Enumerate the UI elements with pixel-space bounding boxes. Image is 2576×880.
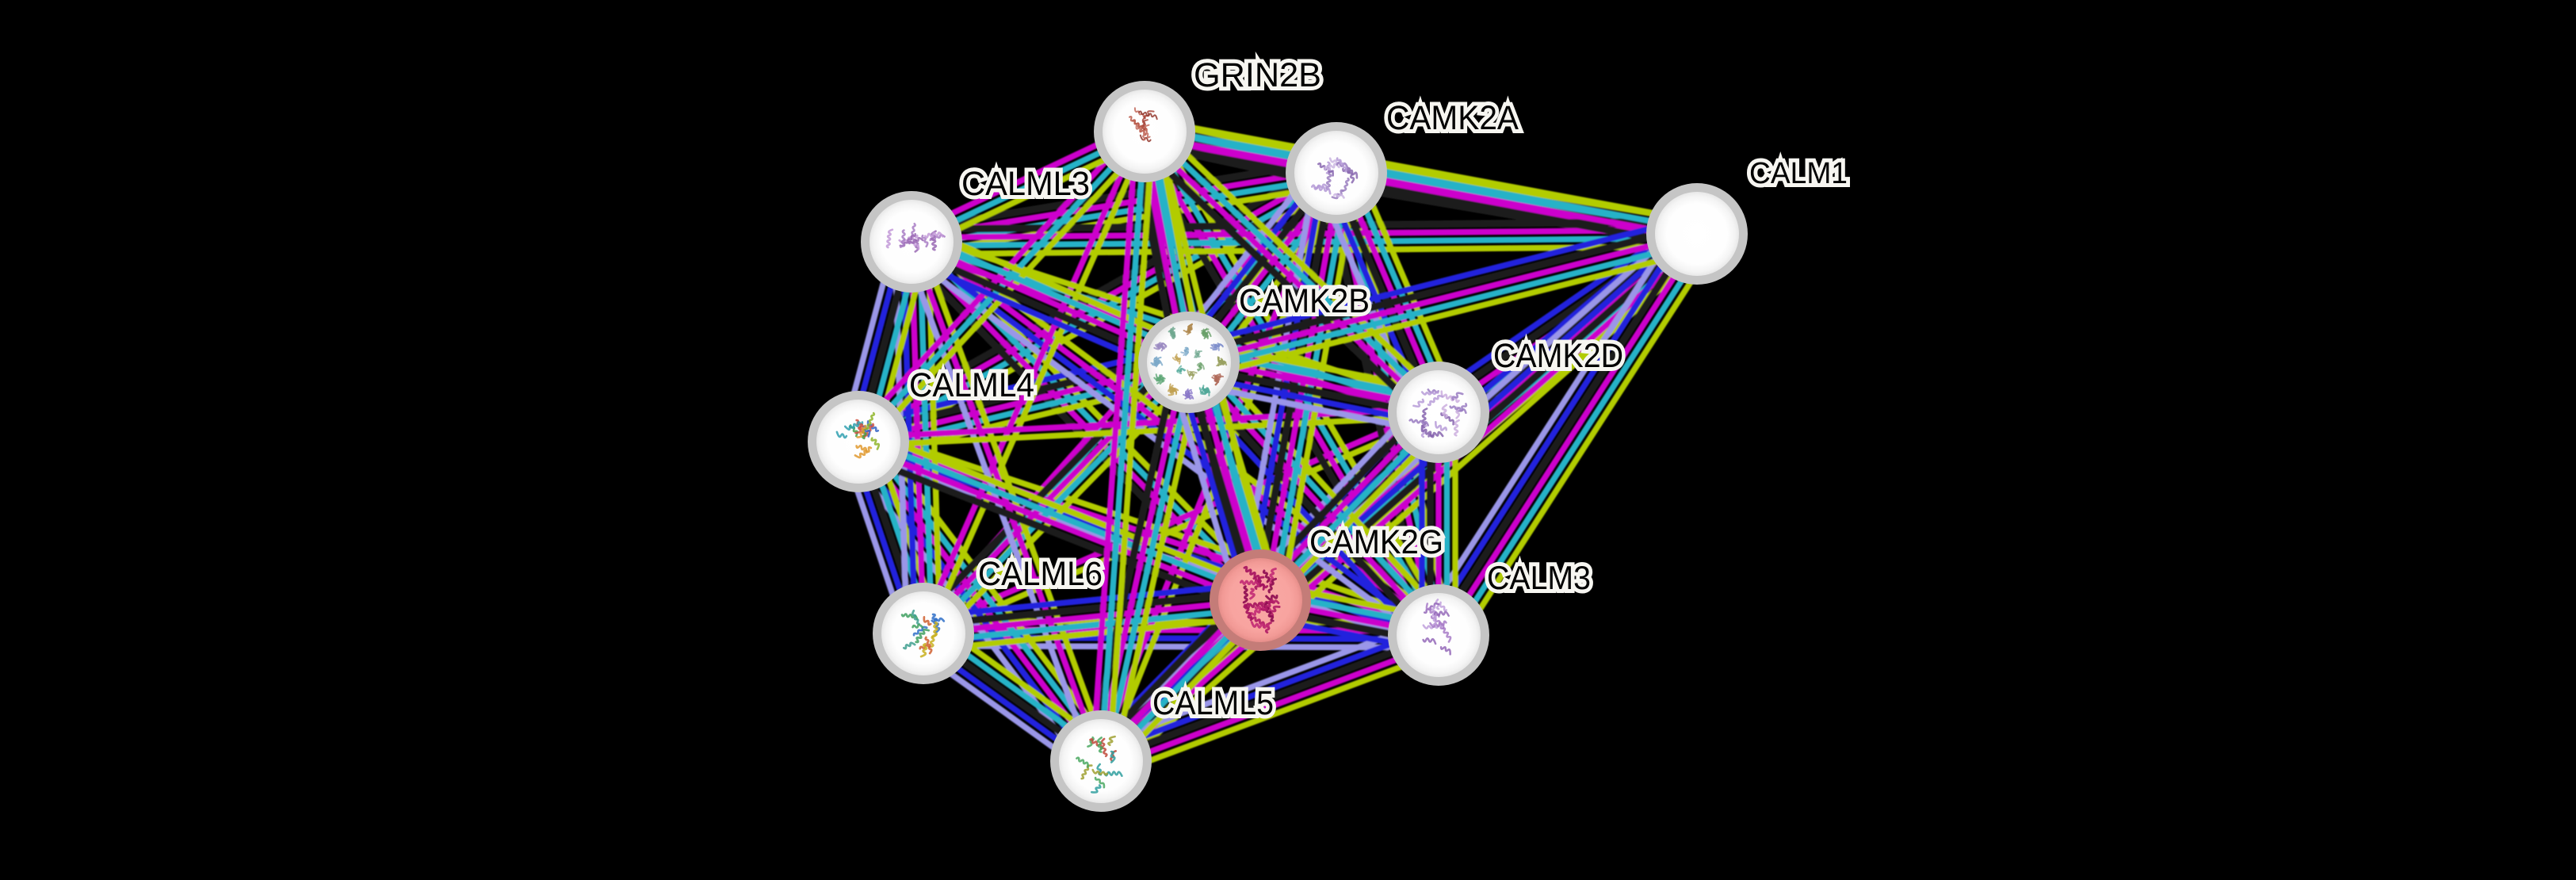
svg-text:CALML5: CALML5 [1152, 684, 1274, 722]
svg-text:CAMK2B: CAMK2B [1239, 282, 1370, 320]
svg-text:CALML4: CALML4 [909, 366, 1034, 404]
svg-text:GRIN2B: GRIN2B [1194, 56, 1321, 94]
svg-text:CALML6: CALML6 [978, 555, 1103, 593]
svg-text:CAMK2A: CAMK2A [1386, 99, 1519, 137]
svg-text:CALM3: CALM3 [1487, 559, 1591, 596]
svg-text:CALML3: CALML3 [961, 165, 1090, 203]
svg-text:CALM1: CALM1 [1749, 157, 1848, 190]
svg-text:CAMK2D: CAMK2D [1493, 337, 1623, 375]
svg-text:CAMK2G: CAMK2G [1309, 523, 1443, 561]
